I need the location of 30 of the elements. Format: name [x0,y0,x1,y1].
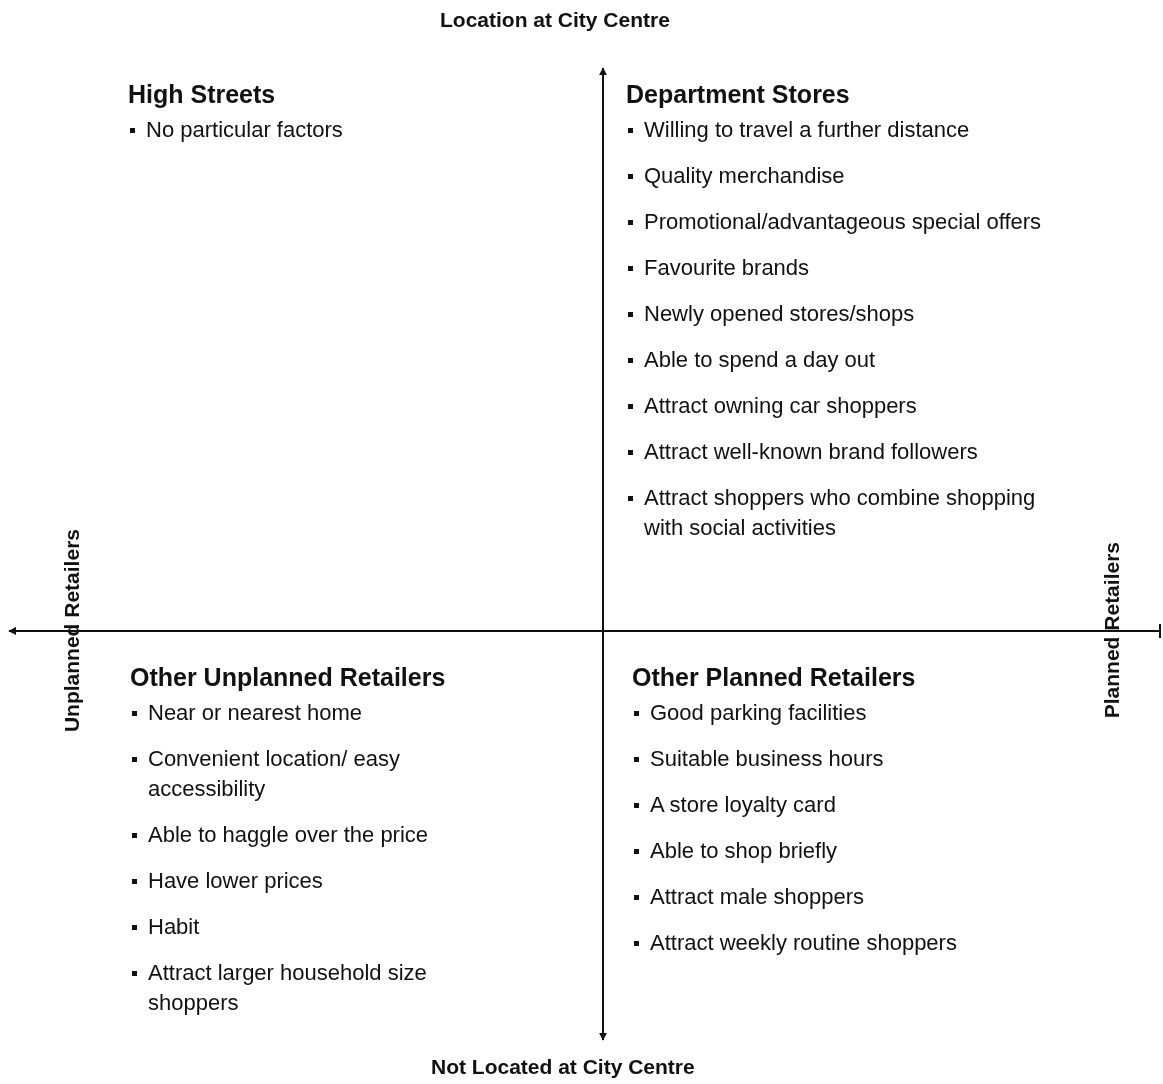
quadrant-heading: Other Planned Retailers [632,663,916,692]
quadrant-heading: Department Stores [626,80,850,109]
bullet-item: Promotional/advantageous special offers [626,207,1076,237]
bullet-item: A store loyalty card [632,790,1052,820]
bullet-item: Attract shoppers who combine shopping with social activities [626,483,1076,543]
bullet-item: Newly opened stores/shops [626,299,1076,329]
bullet-item: Suitable business hours [632,744,1052,774]
bullet-item: Attract weekly routine shoppers [632,928,1052,958]
bullet-item: Attract larger household size shoppers [130,958,510,1018]
bullet-item: Near or nearest home [130,698,510,728]
axis-label: Unplanned Retailers [60,528,84,732]
bullet-item: Attract owning car shoppers [626,391,1076,421]
bullet-item: Quality merchandise [626,161,1076,191]
bullet-item: Good parking facilities [632,698,1052,728]
axis-label: Planned Retailers [1100,542,1124,719]
bullet-item: Habit [130,912,510,942]
bullet-item: Attract well-known brand followers [626,437,1076,467]
bullet-item: Able to spend a day out [626,345,1076,375]
bullet-item: Convenient location/ easy accessibility [130,744,510,804]
quadrant-heading: Other Unplanned Retailers [130,663,446,692]
bullet-item: Attract male shoppers [632,882,1052,912]
bullet-item: Have lower prices [130,866,510,896]
bullet-item: Willing to travel a further distance [626,115,1076,145]
axis-label: Location at City Centre [440,8,670,32]
bullet-item: Able to shop briefly [632,836,1052,866]
bullet-item: Favourite brands [626,253,1076,283]
quadrant-heading: High Streets [128,80,276,109]
bullet-item: No particular factors [128,115,548,145]
bullet-item: Able to haggle over the price [130,820,510,850]
axis-label: Not Located at City Centre [431,1055,695,1079]
